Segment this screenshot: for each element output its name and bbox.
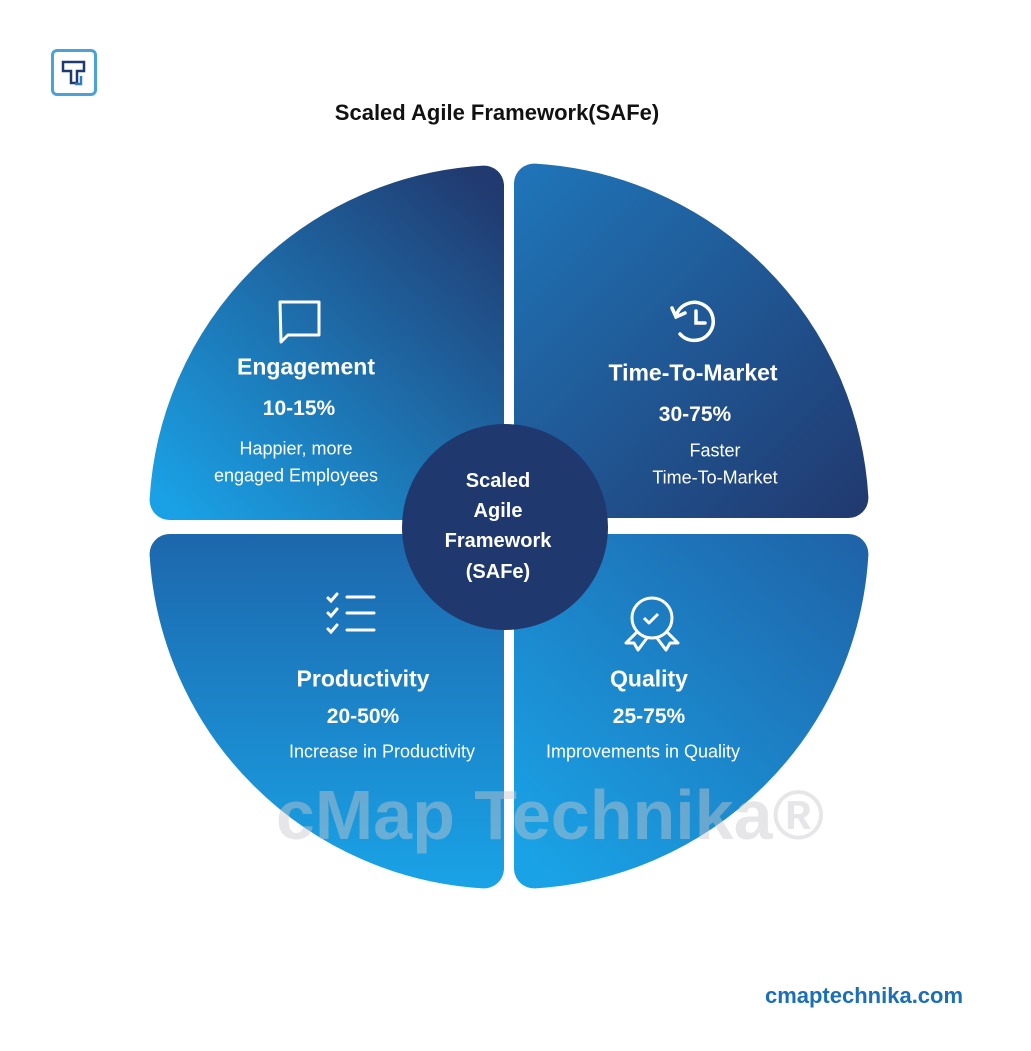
quality-heading: Quality — [610, 665, 688, 692]
center-label-line4: (SAFe) — [465, 561, 531, 583]
quadrant-productivity — [149, 534, 504, 889]
checklist-icon — [326, 592, 376, 635]
watermark: cMap Technika® — [275, 776, 825, 854]
engagement-description-line1: Happier, more — [239, 438, 353, 459]
time-to-market-description-line1: Faster — [689, 440, 741, 461]
center-label-line3: Framework — [444, 530, 552, 552]
engagement-range: 10-15% — [262, 397, 336, 420]
page-title: Scaled Agile Framework(SAFe) — [334, 100, 660, 125]
history-clock-icon — [670, 300, 715, 343]
time-to-market-description-line2: Time-To-Market — [652, 467, 778, 488]
quadrant-quality — [514, 534, 869, 889]
center-circle — [402, 424, 608, 630]
quality-description: Improvements in Quality — [545, 741, 741, 762]
chat-bubble-icon — [278, 300, 321, 344]
time-to-market-heading: Time-To-Market — [608, 359, 778, 386]
t-logo-icon — [61, 60, 86, 86]
center-label-line1: Scaled — [465, 470, 531, 492]
productivity-heading: Productivity — [296, 665, 430, 692]
productivity-range: 20-50% — [326, 705, 400, 728]
engagement-description-line2: engaged Employees — [213, 465, 379, 486]
award-badge-icon — [624, 596, 680, 652]
productivity-description: Increase in Productivity — [288, 741, 476, 762]
time-to-market-range: 30-75% — [658, 403, 732, 426]
quadrant-engagement — [149, 165, 504, 520]
footer-website-link[interactable]: cmaptechnika.com — [764, 983, 964, 1008]
logo — [51, 49, 97, 96]
center-label-line2: Agile — [473, 500, 523, 522]
engagement-heading: Engagement — [236, 353, 376, 380]
quality-range: 25-75% — [612, 705, 686, 728]
